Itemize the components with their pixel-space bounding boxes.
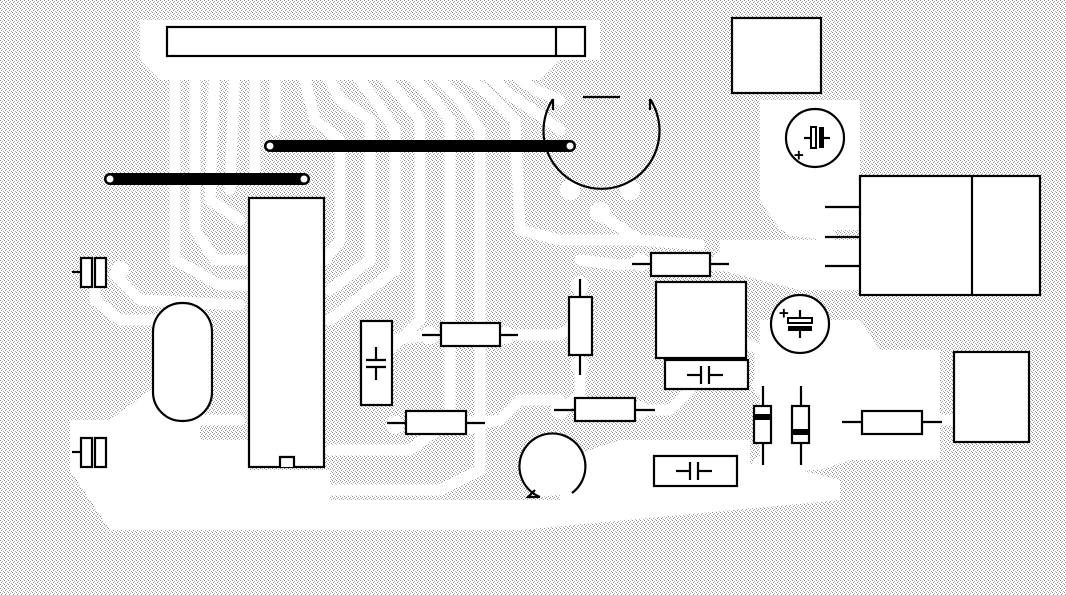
ceramic-capacitor bbox=[72, 436, 108, 469]
wire-jumper bbox=[264, 140, 576, 152]
electrolytic-capacitor: + bbox=[769, 293, 831, 355]
diode bbox=[752, 386, 773, 465]
connector-socket bbox=[952, 350, 1031, 444]
header-connector bbox=[165, 25, 587, 58]
resistor bbox=[567, 279, 594, 375]
relay-module bbox=[730, 16, 823, 95]
wire-jumper bbox=[104, 173, 310, 185]
resistor bbox=[842, 409, 942, 436]
resistor bbox=[554, 396, 655, 423]
polarity-plus-label: + bbox=[794, 145, 804, 164]
resistor bbox=[387, 409, 485, 436]
film-capacitor bbox=[652, 454, 739, 488]
trimmer-pot-small bbox=[518, 432, 587, 499]
ic-dip bbox=[247, 196, 326, 469]
electrolytic-capacitor: + bbox=[784, 107, 846, 169]
resistor bbox=[632, 251, 729, 278]
diode bbox=[790, 386, 811, 465]
terminal-block bbox=[825, 174, 1042, 297]
polarity-plus-label: + bbox=[779, 303, 789, 322]
film-capacitor bbox=[359, 319, 394, 407]
ceramic-capacitor bbox=[72, 256, 108, 289]
crystal bbox=[151, 301, 214, 423]
film-capacitor bbox=[654, 280, 748, 360]
resistor bbox=[422, 321, 518, 348]
trimmer-pot-large bbox=[542, 95, 661, 190]
film-capacitor bbox=[663, 358, 750, 391]
